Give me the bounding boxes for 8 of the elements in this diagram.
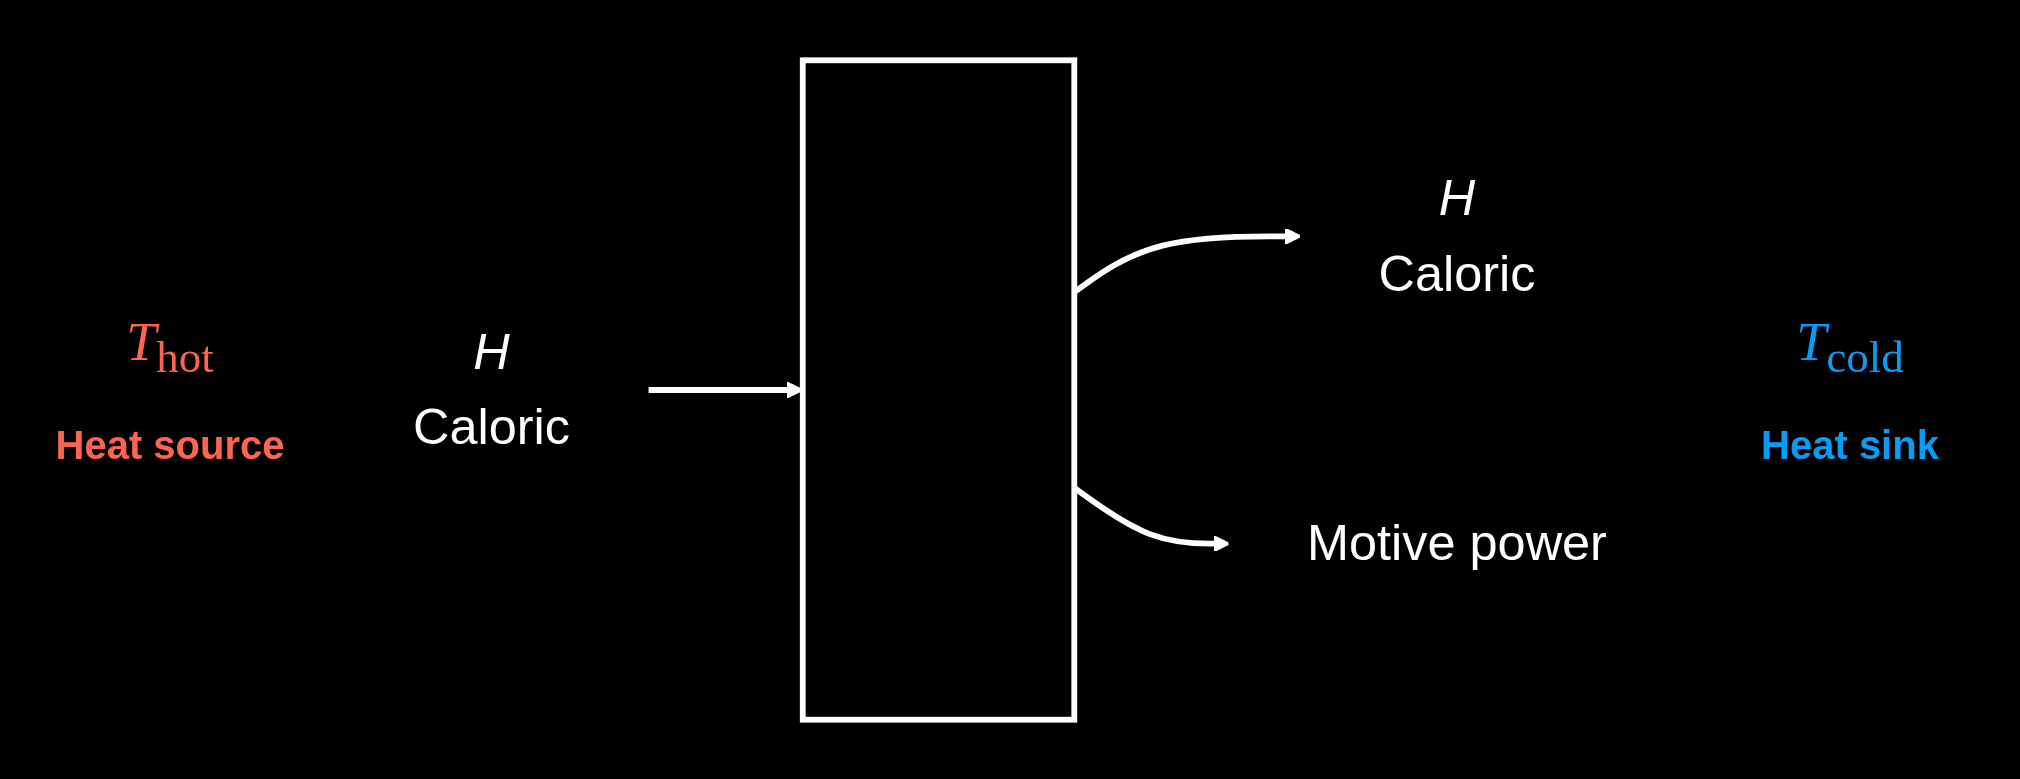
node-text: Motive power bbox=[1307, 513, 1607, 572]
reservoir-label: Heat sink bbox=[1761, 422, 1939, 468]
temperature-symbol: T$_{cold}$ bbox=[1796, 311, 1904, 383]
node-box bbox=[799, 56, 1078, 723]
temperature-symbol: T$_{hot}$ bbox=[126, 311, 214, 383]
reservoir-label: Heat source bbox=[55, 422, 285, 468]
node-text: H Caloric bbox=[413, 321, 571, 456]
node-text: H Caloric bbox=[1378, 167, 1536, 302]
